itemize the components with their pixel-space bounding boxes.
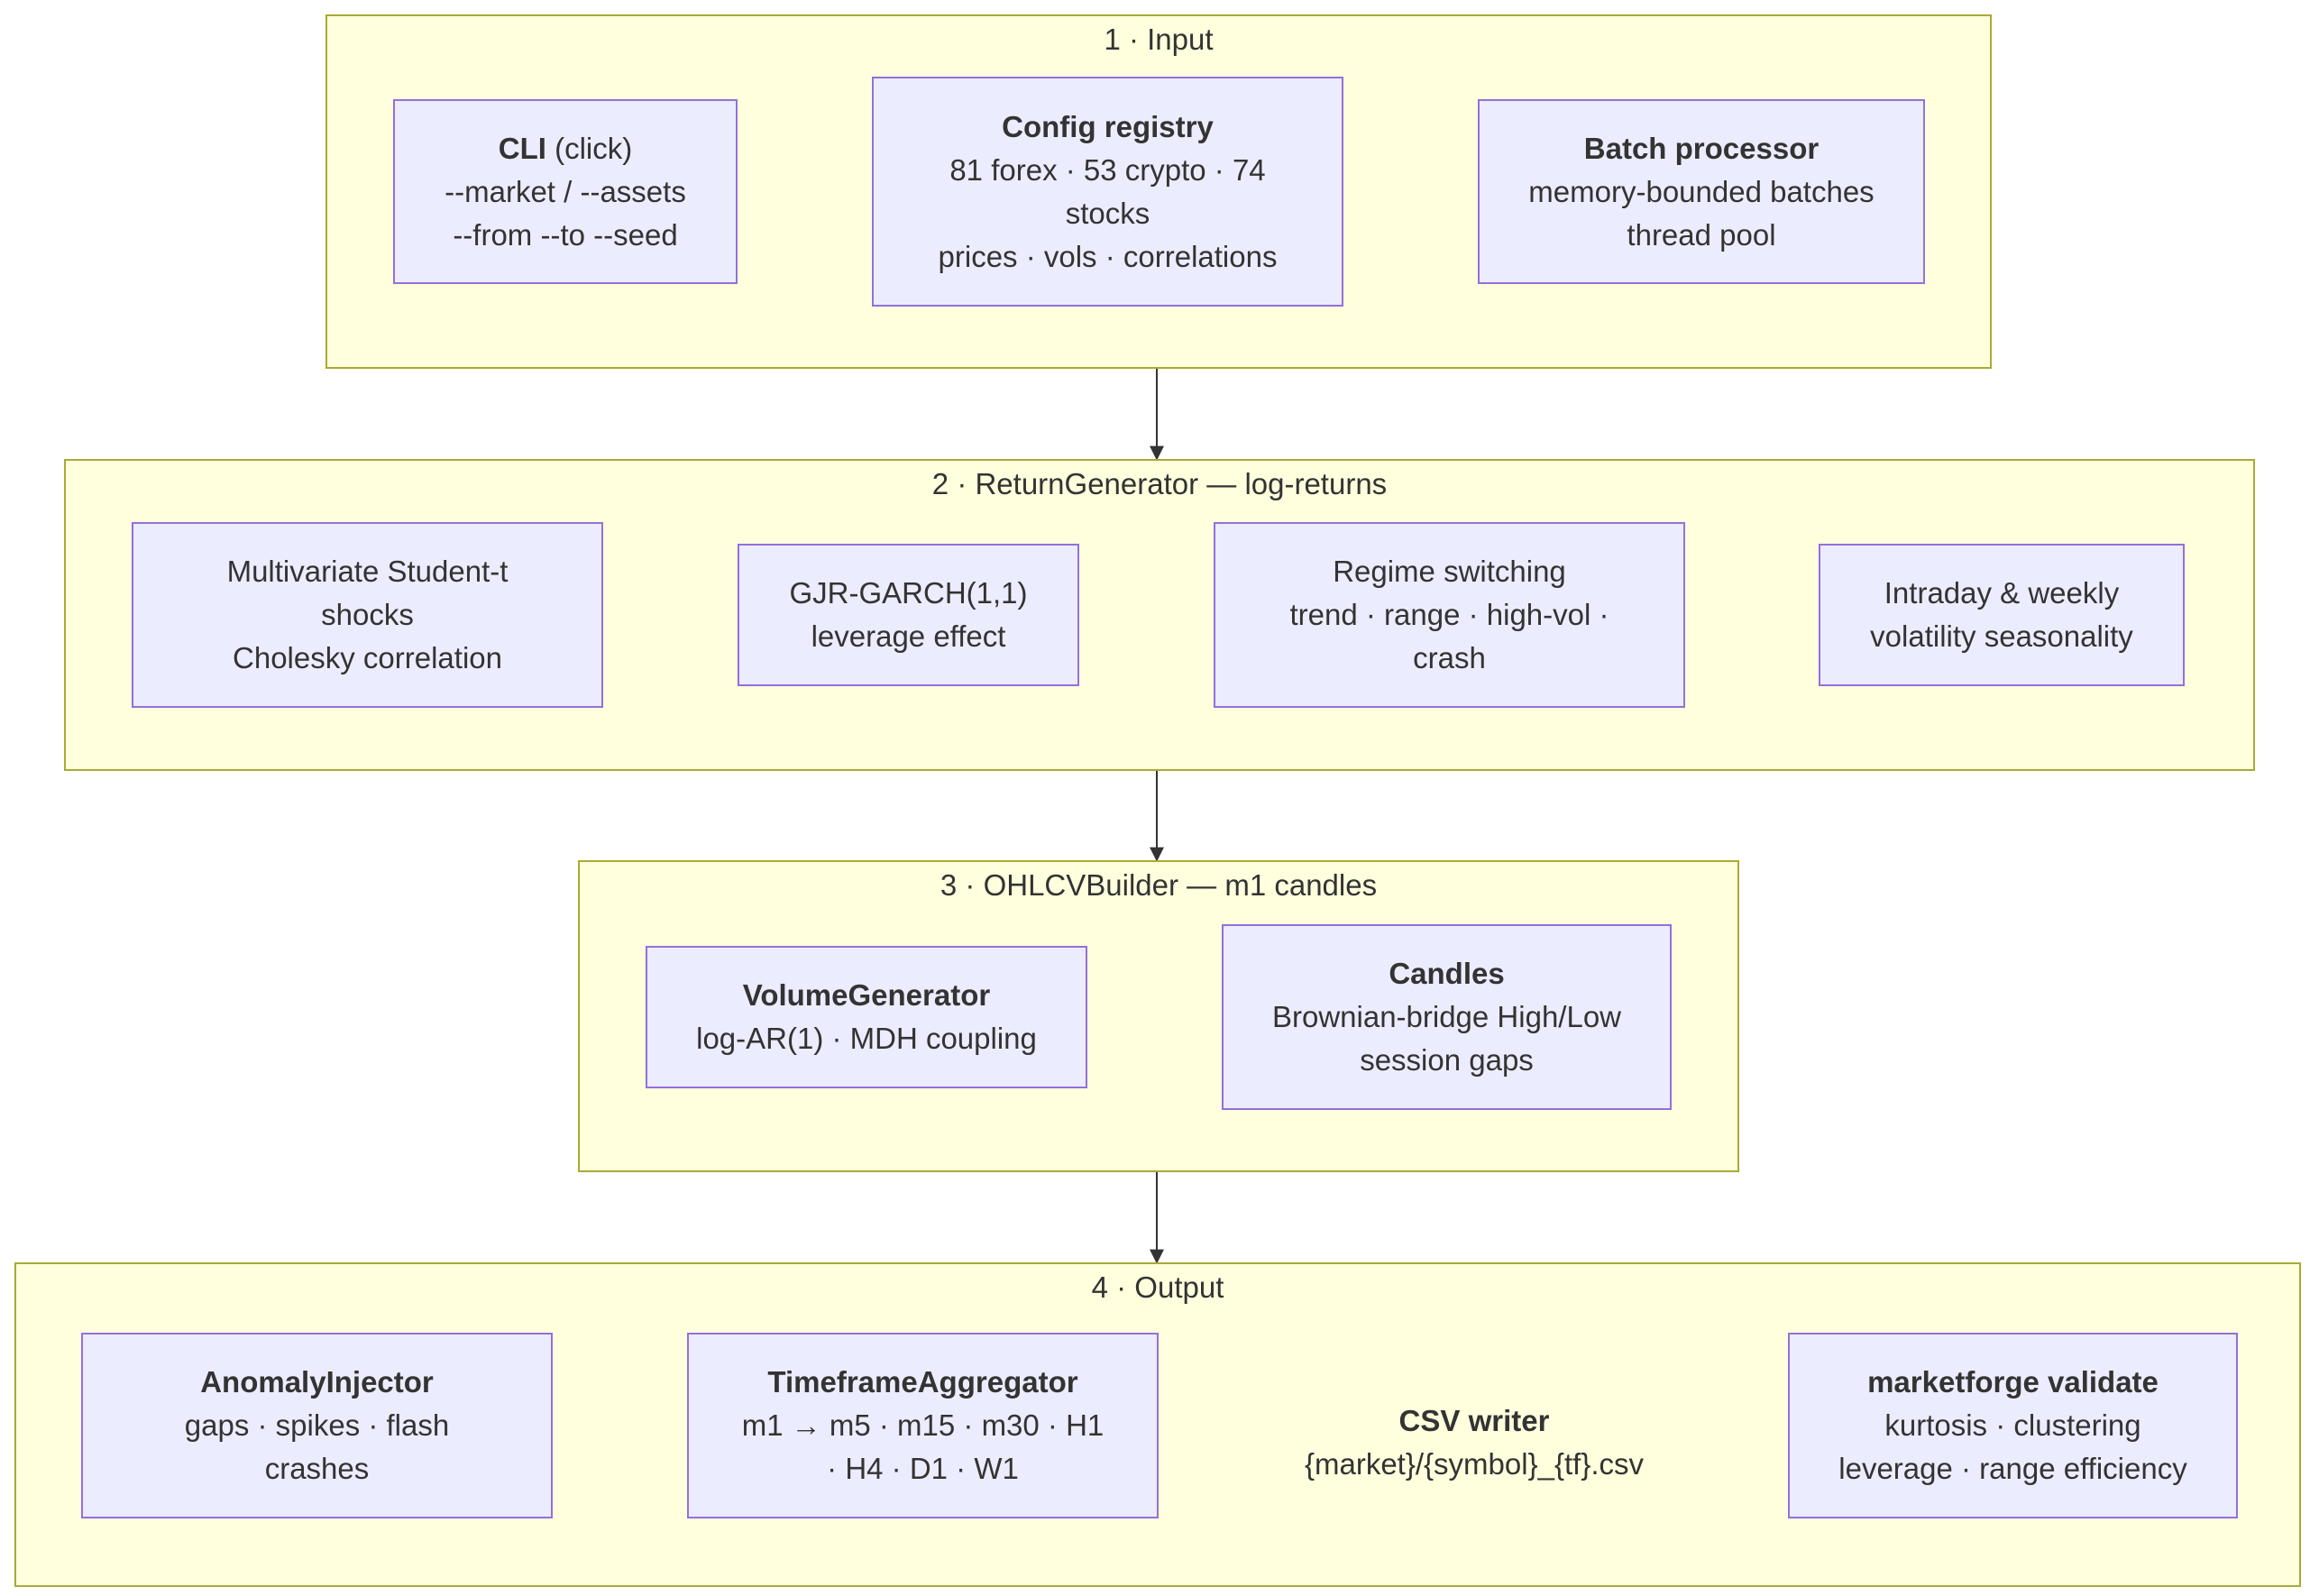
node-line: · H4 · D1 · W1 <box>827 1452 1019 1485</box>
node-config-registry: Config registry 81 forex · 53 crypto · 7… <box>872 77 1343 307</box>
node-title: VolumeGenerator <box>742 978 991 1012</box>
node-line: GJR-GARCH(1,1) <box>789 576 1028 610</box>
node-title: TimeframeAggregator <box>767 1365 1078 1399</box>
node-title: marketforge validate <box>1867 1365 2159 1399</box>
node-line: session gaps <box>1360 1043 1534 1077</box>
node-line: {market}/{symbol}_{tf}.csv <box>1304 1447 1645 1481</box>
node-title: Candles <box>1389 957 1505 990</box>
node-line: volatility seasonality <box>1870 619 2133 653</box>
node-candles: Candles Brownian-bridge High/Low session… <box>1222 924 1672 1110</box>
node-title: Batch processor <box>1583 131 1820 165</box>
node-student-t-shocks: Multivariate Student-t shocks Cholesky c… <box>132 522 603 708</box>
cluster-title: 2 · ReturnGenerator — log-returns <box>931 467 1388 500</box>
node-line: kurtosis · clustering <box>1884 1408 2141 1442</box>
node-line: shocks <box>321 598 414 631</box>
node-line: log-AR(1) · MDH coupling <box>696 1022 1037 1055</box>
node-title: Config registry <box>1002 109 1214 143</box>
node-line: Cholesky correlation <box>233 641 502 674</box>
cluster-title: 3 · OHLCVBuilder — m1 candles <box>940 868 1378 902</box>
node-volatility-seasonality: Intraday & weekly volatility seasonality <box>1819 544 2185 686</box>
node-title: CLI <box>498 131 546 165</box>
node-line: --from --to --seed <box>453 217 678 252</box>
node-line: leverage effect <box>811 619 1006 653</box>
node-line: memory-bounded batches <box>1528 174 1875 208</box>
node-batch-processor: Batch processor memory-bounded batches t… <box>1478 99 1925 284</box>
node-line: prices · vols · correlations <box>938 239 1278 273</box>
node-title-suffix: (click) <box>545 131 633 165</box>
node-line: Intraday & weekly <box>1884 576 2120 610</box>
node-title: AnomalyInjector <box>200 1365 434 1399</box>
node-gjr-garch: GJR-GARCH(1,1) leverage effect <box>738 544 1079 686</box>
node-timeframe-aggregator: TimeframeAggregator m1 → m5 · m15 · m30 … <box>687 1333 1159 1518</box>
node-line: Regime switching <box>1333 555 1566 588</box>
node-csv-writer: CSV writer {market}/{symbol}_{tf}.csv <box>1295 1371 1654 1515</box>
node-line: gaps · spikes · flash <box>184 1408 450 1442</box>
node-line: crash <box>1413 641 1486 674</box>
node-marketforge-validate: marketforge validate kurtosis · clusteri… <box>1788 1333 2238 1518</box>
node-cli: CLI (click) --market / --assets --from -… <box>393 99 738 284</box>
node-line: Brownian-bridge High/Low <box>1271 1000 1622 1033</box>
node-anomaly-injector: AnomalyInjector gaps · spikes · flash cr… <box>81 1333 553 1518</box>
node-line: crashes <box>264 1452 370 1485</box>
node-volume-generator: VolumeGenerator log-AR(1) · MDH coupling <box>646 946 1087 1088</box>
node-line: --market / --assets <box>445 174 686 208</box>
node-title: CSV writer <box>1398 1404 1550 1437</box>
node-line: stocks <box>1065 196 1150 230</box>
node-line: Multivariate Student-t <box>226 555 509 588</box>
cluster-title: 1 · Input <box>1104 23 1214 56</box>
node-regime-switching: Regime switching trend · range · high-vo… <box>1214 522 1685 708</box>
node-line: leverage · range efficiency <box>1838 1452 2187 1485</box>
node-line: thread pool <box>1627 217 1776 252</box>
cluster-title: 4 · Output <box>1091 1270 1224 1304</box>
node-line: 81 forex · 53 crypto · 74 <box>949 152 1266 187</box>
node-line: trend · range · high-vol · <box>1289 598 1609 631</box>
node-line: m1 → m5 · m15 · m30 · H1 <box>741 1408 1105 1442</box>
